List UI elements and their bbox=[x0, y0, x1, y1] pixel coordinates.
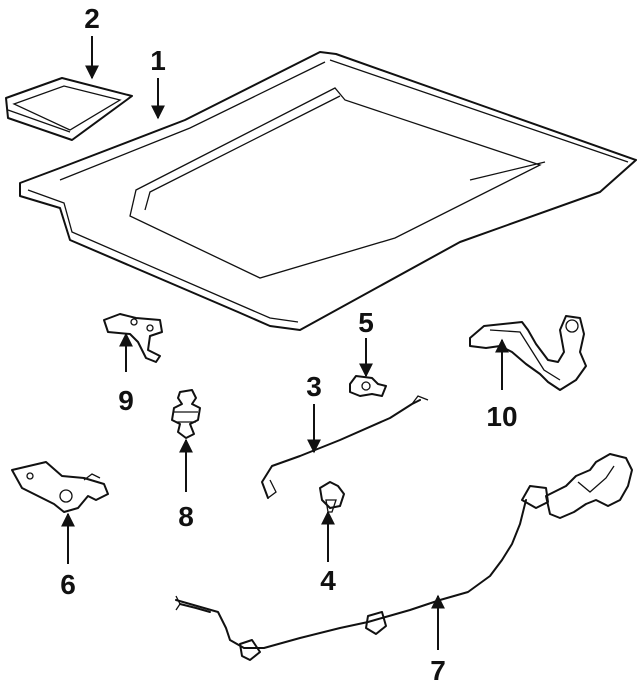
callout-4-label: 4 bbox=[320, 565, 336, 596]
prop-rod-icon[interactable] bbox=[261, 395, 429, 499]
rod-grommet-icon[interactable] bbox=[349, 375, 387, 397]
callout-1: 1 bbox=[150, 45, 166, 120]
bumper-stop-icon[interactable] bbox=[171, 389, 201, 439]
callout-4: 4 bbox=[320, 510, 336, 596]
callout-2-label: 2 bbox=[84, 3, 100, 34]
callout-8-label: 8 bbox=[178, 501, 194, 532]
callout-8: 8 bbox=[178, 438, 194, 532]
callout-9: 9 bbox=[118, 332, 134, 416]
latch-icon[interactable] bbox=[11, 461, 109, 513]
callout-3-label: 3 bbox=[306, 371, 322, 402]
callout-7-label: 7 bbox=[430, 655, 446, 686]
callout-6-label: 6 bbox=[60, 569, 76, 600]
callout-6: 6 bbox=[60, 512, 76, 600]
callout-5: 5 bbox=[358, 307, 374, 378]
callout-10: 10 bbox=[486, 338, 518, 432]
callout-5-label: 5 bbox=[358, 307, 374, 338]
callout-9-label: 9 bbox=[118, 385, 134, 416]
callout-3: 3 bbox=[306, 371, 322, 454]
callout-10-label: 10 bbox=[486, 401, 517, 432]
rod-clip-icon[interactable] bbox=[319, 481, 345, 513]
release-cable-icon[interactable] bbox=[175, 453, 633, 661]
hood-panel-icon[interactable] bbox=[19, 51, 637, 331]
callout-7: 7 bbox=[430, 594, 446, 686]
insulator-pad-icon[interactable] bbox=[5, 77, 133, 141]
callout-1-label: 1 bbox=[150, 45, 166, 76]
callout-2: 2 bbox=[84, 3, 100, 80]
hinge-icon[interactable] bbox=[469, 315, 587, 391]
striker-icon[interactable] bbox=[103, 313, 163, 363]
